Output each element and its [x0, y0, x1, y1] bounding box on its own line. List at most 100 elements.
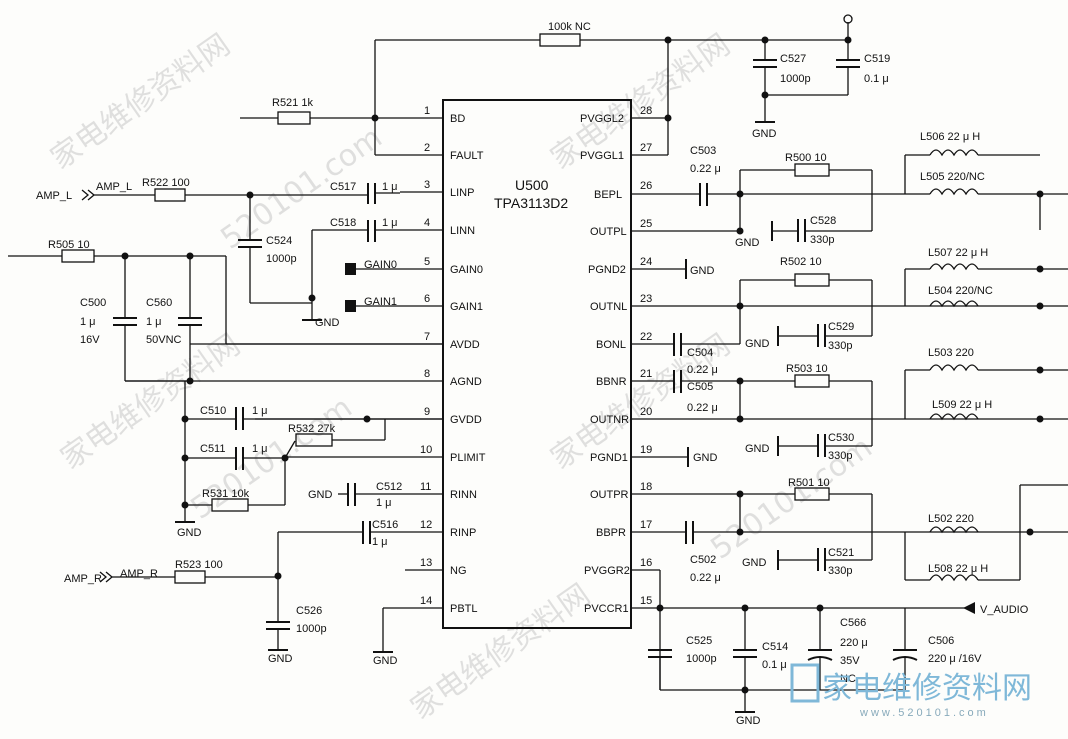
pin-number: 18 — [640, 481, 652, 493]
left-pins: 1 BD 2 FAULT 3 LINP 4 LINN 5 GAIN0 6 GAI… — [420, 105, 486, 615]
pin-name: OUTNL — [590, 301, 627, 313]
inductor-l508 — [929, 574, 979, 582]
label-c500-value: 1 μ — [80, 316, 96, 328]
label-c525-value: 1000p — [686, 653, 717, 665]
resistor-r500 — [794, 163, 830, 177]
pin-name: GAIN1 — [450, 301, 483, 313]
label-r501: R501 10 — [788, 477, 830, 489]
logo-url: www.520101.com — [859, 707, 989, 719]
label-c502: C502 — [690, 554, 716, 566]
label-gnd: GND — [752, 128, 777, 140]
pin-name: OUTNR — [590, 414, 629, 426]
pin-number: 8 — [424, 368, 430, 380]
pin-name: LINN — [450, 225, 475, 237]
component-labels: 100k NC C527 1000p C519 0.1 μ GND R521 1… — [36, 21, 1029, 727]
pin-name: FAULT — [450, 150, 484, 162]
label-c566: C566 — [840, 617, 866, 629]
label-c500-voltage: 16V — [80, 334, 100, 346]
inductor-l509 — [929, 413, 979, 421]
label-c506: C506 — [928, 635, 954, 647]
label-l509: L509 22 μ H — [932, 399, 992, 411]
inductor-l502 — [929, 526, 979, 534]
pin-name: NG — [450, 565, 467, 577]
label-c525: C525 — [686, 635, 712, 647]
pin-number: 5 — [424, 256, 430, 268]
pin-name: BONL — [596, 339, 626, 351]
right-pins: 28 PVGGL2 27 PVGGL1 26 BEPL 25 OUTPL 24 … — [580, 105, 652, 615]
pin-number: 10 — [420, 444, 432, 456]
label-c566-voltage: 35V — [840, 655, 860, 667]
label-l504: L504 220/NC — [928, 285, 993, 297]
resistor-r502 — [794, 273, 830, 287]
pin-number: 7 — [424, 331, 430, 343]
label-gnd: GND — [177, 527, 202, 539]
label-c519: C519 — [864, 53, 890, 65]
label-c529: C529 — [828, 321, 854, 333]
ic-part: TPA3113D2 — [494, 195, 568, 211]
inductor-l503 — [929, 364, 979, 372]
ic-ref: U500 — [515, 177, 549, 193]
resistor-r503 — [794, 374, 830, 388]
pin-number: 3 — [424, 179, 430, 191]
left-circuit — [8, 33, 848, 653]
ic-body — [442, 99, 632, 629]
label-amp-l-input: AMP_L — [36, 190, 72, 202]
label-c566-value: 220 μ — [840, 637, 868, 649]
label-c524-value: 1000p — [266, 253, 297, 265]
pin-number: 20 — [640, 406, 652, 418]
watermark-url: 520101.com — [215, 120, 389, 257]
pin-number: 9 — [424, 406, 430, 418]
pin-name: PGND2 — [588, 264, 626, 276]
label-gnd: GND — [690, 265, 715, 277]
label-r521: R521 1k — [272, 97, 313, 109]
label-l507: L507 22 μ H — [928, 247, 988, 259]
inductor-l507 — [929, 263, 979, 271]
label-c514-value: 0.1 μ — [762, 659, 787, 671]
label-amp-l-net: AMP_L — [96, 181, 132, 193]
inductor-l504 — [929, 300, 979, 308]
label-c505-value: 0.22 μ — [687, 402, 718, 414]
pin-number: 11 — [420, 481, 431, 493]
label-r502: R502 10 — [780, 256, 822, 268]
pin-name: GAIN0 — [450, 264, 483, 276]
pin-number: 4 — [424, 217, 430, 229]
label-gnd: GND — [373, 655, 398, 667]
pin-name: BEPL — [594, 189, 622, 201]
pin-name: BBNR — [596, 376, 627, 388]
label-c516: C516 — [372, 519, 398, 531]
pin-number: 27 — [640, 142, 652, 154]
label-c560: C560 — [146, 297, 172, 309]
pin-number: 21 — [640, 368, 652, 380]
label-c524: C524 — [266, 235, 292, 247]
label-c505: C505 — [687, 381, 713, 393]
label-c529-value: 330p — [828, 340, 852, 352]
label-c521: C521 — [828, 547, 854, 559]
label-gnd: GND — [742, 557, 767, 569]
pin-name: PBTL — [450, 603, 478, 615]
pin-number: 14 — [420, 595, 432, 607]
label-c517: C517 — [330, 181, 356, 193]
label-amp-r-input: AMP_R — [64, 573, 102, 585]
pin-name: AGND — [450, 376, 482, 388]
pin-name: RINN — [450, 489, 477, 501]
right-circuit — [648, 14, 1068, 713]
watermark-cn: 家电维修资料网 — [45, 27, 237, 176]
pin-name: PLIMIT — [450, 452, 486, 464]
label-r500: R500 10 — [785, 152, 827, 164]
label-c516-value: 1 μ — [372, 536, 388, 548]
pin-name: PVGGR2 — [584, 565, 630, 577]
pin-number: 2 — [424, 142, 430, 154]
label-c500: C500 — [80, 297, 106, 309]
pin-name: BBPR — [596, 527, 626, 539]
resistor-r522 — [154, 188, 186, 202]
label-c503-value: 0.22 μ — [690, 163, 721, 175]
label-l505: L505 220/NC — [920, 171, 985, 183]
label-c528: C528 — [810, 215, 836, 227]
label-gnd: GND — [745, 443, 770, 455]
label-r100k: 100k NC — [548, 21, 591, 33]
label-c521-value: 330p — [828, 565, 852, 577]
inductor-l505 — [929, 188, 979, 196]
label-c518: C518 — [330, 217, 356, 229]
label-c502-value: 0.22 μ — [690, 572, 721, 584]
pin-number: 16 — [640, 557, 652, 569]
